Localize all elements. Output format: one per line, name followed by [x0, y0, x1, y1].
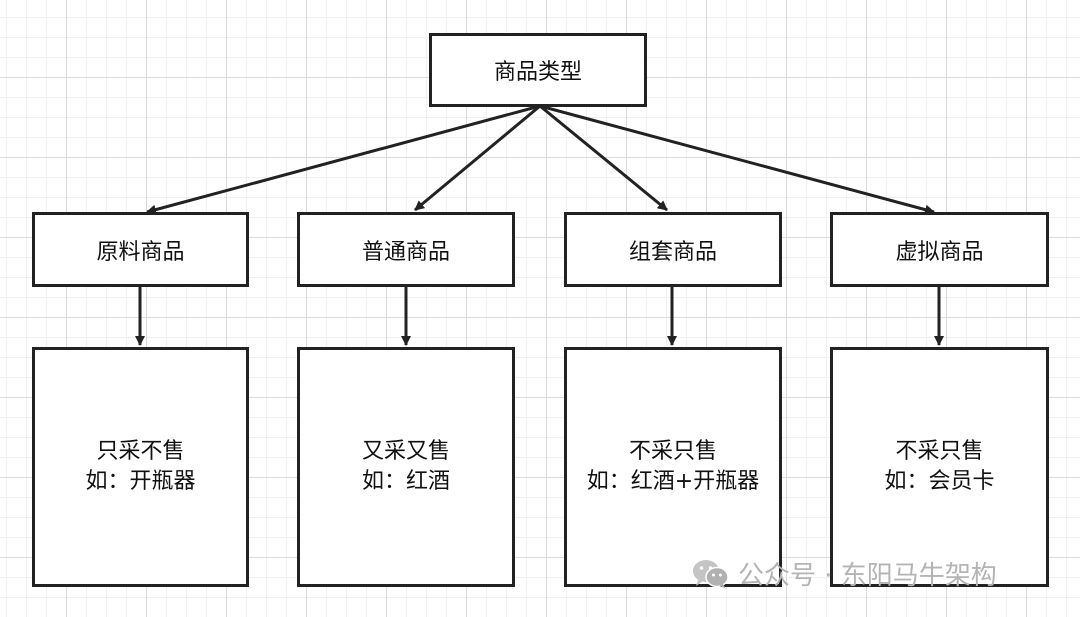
edge-root-to-normal: [414, 104, 541, 212]
watermark: 公众号 · 东阳马牛架构: [692, 555, 997, 592]
desc-line-1: 只采不售: [96, 439, 185, 464]
desc-line-2: 如：会员卡: [884, 469, 995, 494]
desc-node-bundle: 不采只售 如：红酒+开瓶器: [564, 347, 782, 587]
desc-line-1: 不采只售: [628, 439, 717, 464]
category-node-virtual: 虚拟商品: [830, 212, 1049, 287]
watermark-text: 公众号 · 东阳马牛架构: [738, 561, 997, 591]
category-node-label: 原料商品: [96, 239, 185, 265]
category-node-label: 普通商品: [361, 239, 450, 265]
desc-line-1: 又采又售: [361, 439, 450, 464]
root-node: 商品类型: [429, 33, 647, 107]
category-node-label: 虚拟商品: [895, 239, 984, 265]
edge-root-to-raw: [146, 104, 541, 215]
desc-line-2: 如：红酒: [361, 469, 450, 494]
desc-node-raw: 只采不售 如：开瓶器: [32, 347, 249, 587]
desc-node-normal: 又采又售 如：红酒: [297, 347, 515, 587]
desc-line-2: 如：开瓶器: [85, 469, 196, 494]
category-node-raw: 原料商品: [32, 212, 249, 287]
category-node-label: 组套商品: [628, 239, 717, 265]
desc-line-1: 不采只售: [895, 439, 984, 464]
wechat-icon: [693, 559, 729, 589]
desc-line-2: 如：红酒+开瓶器: [586, 469, 760, 494]
edge-root-to-virtual: [539, 104, 935, 215]
category-node-bundle: 组套商品: [564, 212, 782, 287]
desc-node-virtual: 不采只售 如：会员卡: [830, 347, 1049, 587]
root-node-label: 商品类型: [493, 60, 582, 85]
edge-root-to-bundle: [539, 104, 668, 212]
category-node-normal: 普通商品: [297, 212, 515, 287]
